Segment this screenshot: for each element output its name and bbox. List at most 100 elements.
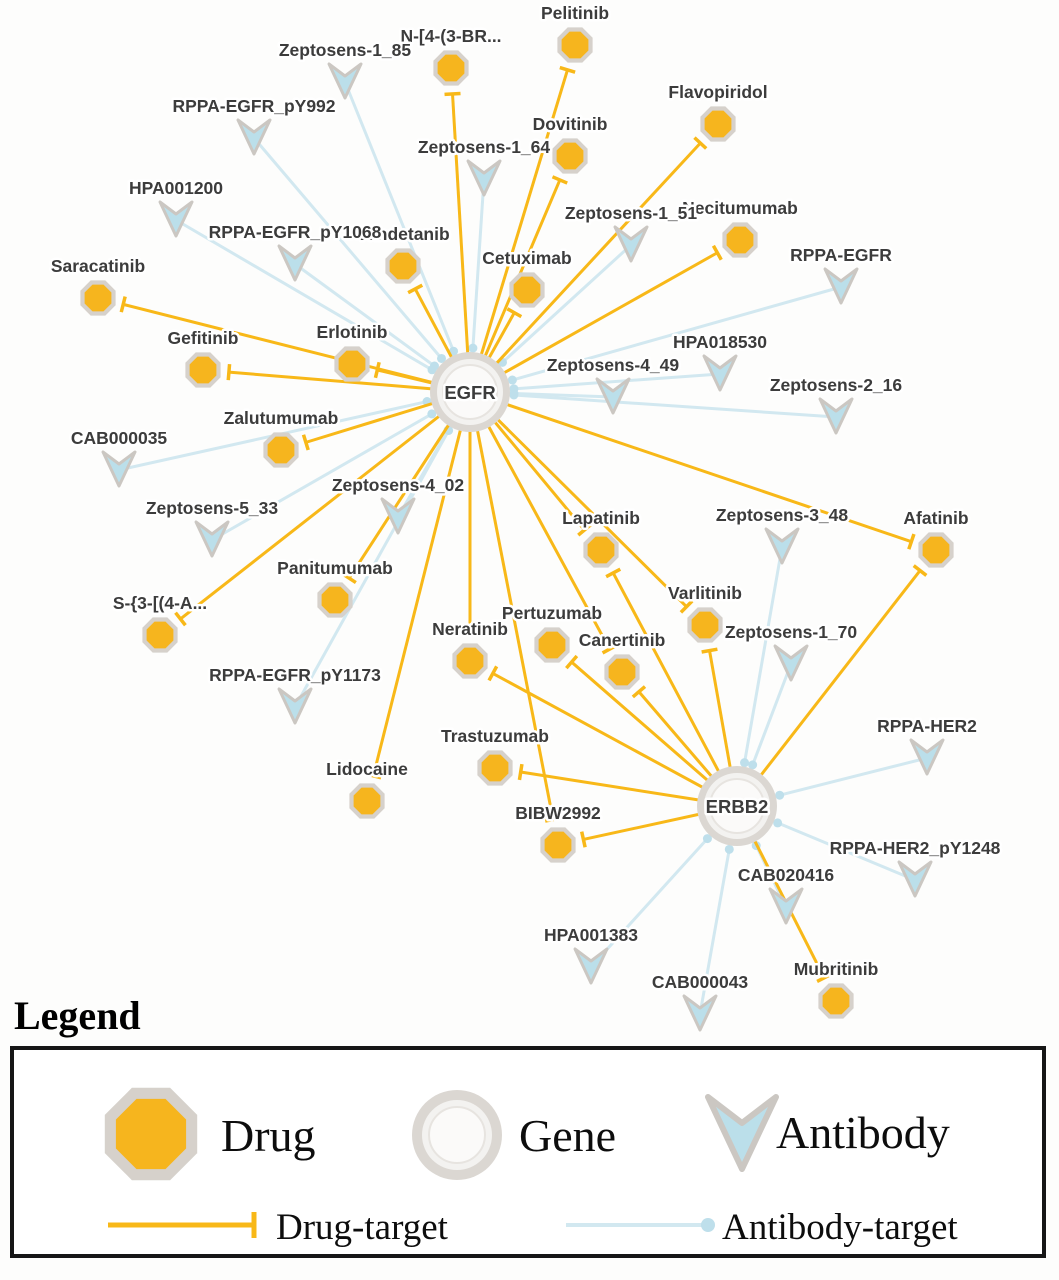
drug-node-panitumumab[interactable]	[317, 582, 353, 618]
legend-box: Drug Gene Antibody Drug-target Antibody-…	[10, 1046, 1046, 1258]
gene-node-label-EGFR: EGFR	[444, 382, 495, 403]
antibody-node-rppa_egfr[interactable]	[823, 267, 859, 305]
drug-target-edge-tee	[226, 364, 232, 381]
antibody-node-shape	[768, 887, 804, 925]
drug-target-edge-tee	[565, 654, 579, 670]
gene-node-EGFR[interactable]: EGFR	[430, 352, 510, 432]
node-label-lidocaine: Lidocaine	[326, 759, 408, 779]
antibody-node-rppa_her2_py1248[interactable]	[897, 860, 933, 898]
antibody-node-zeptosens_2_16[interactable]	[818, 397, 854, 435]
antibody-node-rppa_her2[interactable]	[909, 738, 945, 776]
drug-target-edge-EGFR-pelitinib	[468, 69, 569, 393]
antibody-node-rppa_egfr_py1068[interactable]	[277, 244, 313, 282]
antibody-edge-endpoint-dot	[429, 361, 439, 371]
antibody-target-edge-zeptosens_4_49	[513, 392, 614, 399]
antibody-node-zeptosens_1_85[interactable]	[327, 62, 363, 100]
drug-node-lapatinib[interactable]	[583, 532, 619, 568]
drug-node-pertuzumab[interactable]	[534, 627, 570, 663]
antibody-node-zeptosens_1_70[interactable]	[773, 644, 809, 682]
antibody-node-rppa_egfr_py1173[interactable]	[277, 687, 313, 725]
antibody-node-zeptosens_4_49[interactable]	[595, 377, 631, 415]
drug-node-mubritinib[interactable]	[818, 983, 854, 1019]
node-label-saracatinib: Saracatinib	[51, 256, 145, 276]
antibody-edge-endpoint-dot	[449, 346, 459, 356]
node-label-rppa_her2_py1248: RPPA-HER2_pY1248	[830, 838, 1001, 858]
node-label-rppa_egfr: RPPA-EGFR	[790, 245, 892, 265]
drug-target-edge-EGFR-bibw2992	[468, 391, 555, 820]
antibody-node-zeptosens_3_48[interactable]	[764, 527, 800, 565]
drug-target-edge-tee	[174, 611, 187, 627]
antibody-node-rppa_egfr_py992[interactable]	[236, 118, 272, 156]
drug-target-edge-tee	[601, 643, 618, 655]
drug-node-erlotinib[interactable]	[334, 346, 370, 382]
antibody-target-edge-rppa_egfr	[511, 285, 842, 382]
drug-node-shape	[691, 611, 719, 639]
node-label-rppa_her2: RPPA-HER2	[877, 716, 977, 736]
gene-node-ERBB2[interactable]: ERBB2	[697, 766, 777, 846]
drug-node-flavopiridol[interactable]	[700, 106, 736, 142]
drug-target-edge-tee	[444, 91, 461, 97]
antibody-node-zeptosens_1_51[interactable]	[613, 225, 649, 263]
drug-node-varlitinib[interactable]	[687, 607, 723, 643]
drug-node-neratinib[interactable]	[452, 643, 488, 679]
drug-node-pelitinib[interactable]	[557, 27, 593, 63]
node-label-zeptosens_4_49: Zeptosens-4_49	[547, 355, 680, 375]
drug-node-necitumumab[interactable]	[722, 222, 758, 258]
antibody-node-shape	[764, 527, 800, 565]
drug-target-edge-tee	[631, 685, 647, 699]
node-label-zeptosens_3_48: Zeptosens-3_48	[716, 505, 849, 525]
drug-target-edge-EGFR-afatinib	[469, 390, 912, 544]
antibody-target-edge-hpa001383	[589, 837, 709, 969]
antibody-node-hpa018530[interactable]	[702, 354, 738, 392]
drug-node-shape	[704, 110, 732, 138]
node-label-zeptosens_1_51: Zeptosens-1_51	[565, 203, 698, 223]
drug-target-edge-tee	[487, 665, 499, 682]
antibody-target-edge-zeptosens_1_51	[501, 243, 633, 364]
drug-node-zalutumumab[interactable]	[263, 432, 299, 468]
node-label-n4_3br: N-[4-(3-BR...	[400, 26, 501, 46]
antibody-node-shape	[194, 520, 230, 558]
drug-node-n4_3br[interactable]	[433, 50, 469, 86]
drug-node-vandetanib[interactable]	[385, 248, 421, 284]
antibody-node-cab000043[interactable]	[682, 994, 718, 1032]
drug-node-bibw2992[interactable]	[540, 827, 576, 863]
drug-target-edge-tee	[407, 283, 424, 295]
node-label-flavopiridol: Flavopiridol	[668, 82, 767, 102]
antibody-node-cab000035[interactable]	[101, 450, 137, 488]
drug-node-saracatinib[interactable]	[80, 280, 116, 316]
drug-target-edge-tee	[119, 296, 127, 313]
node-label-hpa001200: HPA001200	[129, 178, 223, 198]
drug-node-shape	[822, 987, 850, 1015]
drug-node-trastuzumab[interactable]	[477, 750, 513, 786]
antibody-node-hpa001383[interactable]	[573, 947, 609, 985]
antibody-node-zeptosens_4_02[interactable]	[380, 497, 416, 535]
drug-target-edge-tee	[551, 175, 568, 185]
node-label-lapatinib: Lapatinib	[562, 508, 640, 528]
drug-node-dovitinib[interactable]	[552, 138, 588, 174]
antibody-node-hpa001200[interactable]	[158, 200, 194, 238]
drug-node-afatinib[interactable]	[918, 532, 954, 568]
antibody-node-shape	[595, 377, 631, 415]
drug-node-gefitinib[interactable]	[185, 352, 221, 388]
antibody-node-shape	[909, 738, 945, 776]
antibody-edge-endpoint-dot	[468, 343, 478, 353]
antibody-target-dot	[701, 1218, 715, 1232]
antibody-node-zeptosens_1_64[interactable]	[466, 159, 502, 197]
drug-node-s3_4a[interactable]	[142, 617, 178, 653]
drug-node-shape	[84, 284, 112, 312]
antibody-target-edge-cab000043	[698, 849, 731, 1015]
drug-node-cetuximab[interactable]	[509, 272, 545, 308]
antibody-target-edge-zeptosens_2_16	[513, 393, 837, 419]
antibody-node-shape	[101, 450, 137, 488]
drug-target-edge-tee	[701, 647, 718, 654]
node-label-gefitinib: Gefitinib	[168, 328, 239, 348]
drug-target-edge-tee	[579, 831, 587, 848]
antibody-node-zeptosens_5_33[interactable]	[194, 520, 230, 558]
gene-node-core	[442, 364, 498, 420]
antibody-edge-endpoint-dot	[740, 758, 750, 768]
antibody-edge-endpoint-dot	[427, 409, 437, 419]
drug-node-canertinib[interactable]	[604, 654, 640, 690]
antibody-node-cab020416[interactable]	[768, 887, 804, 925]
drug-node-lidocaine[interactable]	[349, 783, 385, 819]
